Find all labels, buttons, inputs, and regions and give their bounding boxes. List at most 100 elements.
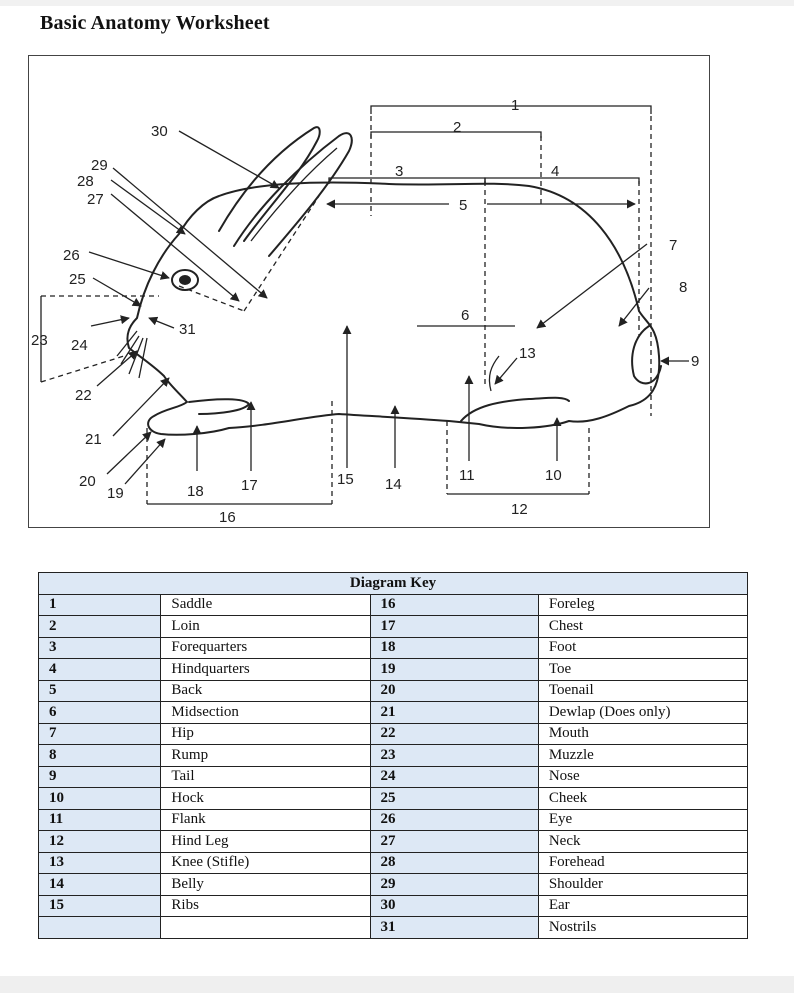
- diagram-key-header: Diagram Key: [38, 572, 748, 595]
- diagram-label-22: 22: [75, 387, 92, 404]
- diagram-label-19: 19: [107, 485, 124, 502]
- key-number: 10: [37, 787, 162, 810]
- diagram-label-16: 16: [219, 509, 236, 526]
- key-label: Loin: [160, 615, 371, 638]
- key-label: [160, 916, 371, 939]
- key-number: 8: [37, 744, 162, 767]
- key-number: 9: [37, 765, 162, 788]
- diagram-label-5: 5: [459, 197, 467, 214]
- diagram-label-30: 30: [151, 123, 168, 140]
- diagram-label-23: 23: [31, 332, 48, 349]
- arrow-8: [618, 287, 650, 327]
- arrow-19: [124, 438, 166, 485]
- rabbit-ear-back: [218, 126, 321, 242]
- key-label: Cheek: [537, 787, 749, 810]
- key-label: Hind Leg: [160, 830, 371, 853]
- key-label: Flank: [160, 808, 371, 831]
- arrow-13: [494, 357, 518, 385]
- key-number: 23: [369, 744, 539, 767]
- key-label: Eye: [537, 808, 749, 831]
- key-number: 30: [369, 894, 539, 917]
- rabbit-whiskers: [116, 330, 148, 379]
- bracket-1: [370, 105, 652, 114]
- diagram-label-25: 25: [69, 271, 86, 288]
- arrow-28: [110, 179, 186, 235]
- key-label: Ribs: [160, 894, 371, 917]
- diagram-label-15: 15: [337, 471, 354, 488]
- rabbit-tail: [631, 325, 662, 385]
- key-number: 17: [369, 615, 539, 638]
- rabbit-front-leg: [188, 398, 250, 415]
- key-number: 12: [37, 830, 162, 853]
- diagram-label-8: 8: [679, 279, 687, 296]
- neck-shoulder-boundary: [243, 195, 320, 312]
- cheek-boundary: [178, 285, 245, 312]
- key-number: 15: [37, 894, 162, 917]
- diagram-label-13: 13: [519, 345, 536, 362]
- worksheet-title: Basic Anatomy Worksheet: [40, 12, 270, 34]
- diagram-label-2: 2: [453, 119, 461, 136]
- key-label: Midsection: [160, 701, 371, 724]
- rabbit-body-outline: [126, 181, 661, 436]
- key-label: Muzzle: [537, 744, 749, 767]
- rabbit-illustration: 1 2 3 4 5 6 7 8 9 10 11 12 13 14 15 16 1…: [31, 97, 699, 526]
- key-number: 14: [37, 873, 162, 896]
- muzzle-lower-boundary: [40, 355, 125, 383]
- key-number: 6: [37, 701, 162, 724]
- key-label: Hock: [160, 787, 371, 810]
- key-number: 19: [369, 658, 539, 681]
- diagram-label-21: 21: [85, 431, 102, 448]
- key-number: 11: [37, 808, 162, 831]
- arrow-22: [96, 350, 138, 387]
- rabbit-anatomy-diagram: 1 2 3 4 5 6 7 8 9 10 11 12 13 14 15 16 1…: [28, 55, 710, 528]
- diagram-label-27: 27: [87, 191, 104, 208]
- diagram-label-29: 29: [91, 157, 108, 174]
- diagram-label-10: 10: [545, 467, 562, 484]
- key-number: 13: [37, 851, 162, 874]
- key-label: Hip: [160, 722, 371, 745]
- key-number: 31: [369, 916, 539, 939]
- key-label: Ear: [537, 894, 749, 917]
- rabbit-pupil: [179, 275, 191, 285]
- key-number: 24: [369, 765, 539, 788]
- key-number: 3: [37, 636, 162, 659]
- key-label: Back: [160, 679, 371, 702]
- bottom-bar: [0, 976, 794, 993]
- key-label: Forehead: [537, 851, 749, 874]
- diagram-label-14: 14: [385, 476, 402, 493]
- diagram-label-20: 20: [79, 473, 96, 490]
- diagram-label-6: 6: [461, 307, 469, 324]
- key-label: Toe: [537, 658, 749, 681]
- key-number: 20: [369, 679, 539, 702]
- diagram-label-12: 12: [511, 501, 528, 518]
- key-label: Saddle: [160, 593, 371, 616]
- key-label: Rump: [160, 744, 371, 767]
- arrow-24: [90, 315, 130, 327]
- arrow-26: [88, 251, 170, 280]
- key-number: 1: [37, 593, 162, 616]
- key-label: Mouth: [537, 722, 749, 745]
- arrow-27: [110, 193, 240, 302]
- key-number: 22: [369, 722, 539, 745]
- arrow-30: [178, 130, 280, 189]
- key-label: Tail: [160, 765, 371, 788]
- diagram-label-17: 17: [241, 477, 258, 494]
- diagram-label-11: 11: [459, 467, 475, 484]
- key-label: Dewlap (Does only): [537, 701, 749, 724]
- rabbit-knee-mark: [488, 355, 500, 392]
- key-number: 21: [369, 701, 539, 724]
